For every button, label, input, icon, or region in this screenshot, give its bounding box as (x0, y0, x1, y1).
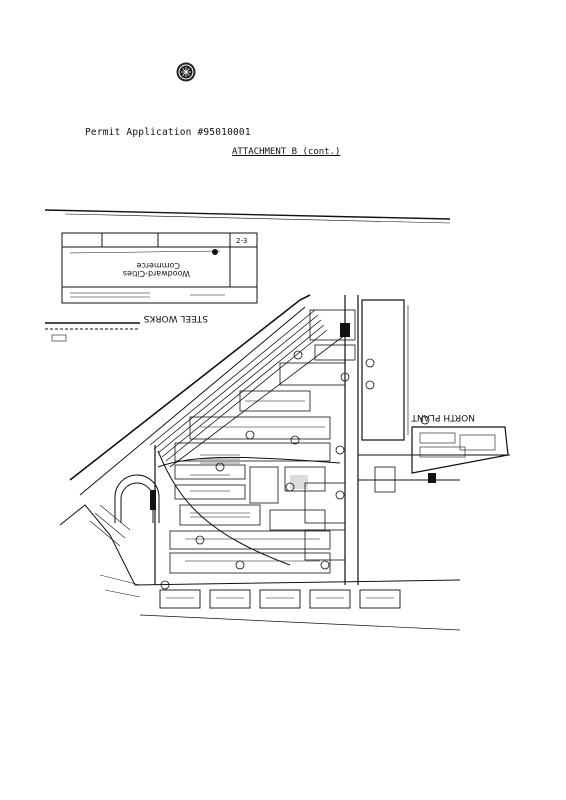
seal-icon (176, 62, 196, 82)
site-map: STEEL WORKS NORTH PLANT Commerce Woodwar… (44, 209, 510, 631)
north-plant-label: NORTH PLANT (411, 412, 475, 422)
attachment-label: ATTACHMENT B (cont.) (232, 147, 341, 157)
permit-application-number: Permit Application #95010001 (85, 127, 251, 138)
north-plant-outline (411, 426, 509, 474)
title-block-company-line2: Woodward-Cities (123, 269, 190, 278)
steel-works-label: STEEL WORKS (143, 313, 208, 323)
title-block-sheet: 2-3 (236, 237, 247, 245)
title-block (61, 232, 258, 304)
title-block-company: Commerce (137, 261, 181, 270)
